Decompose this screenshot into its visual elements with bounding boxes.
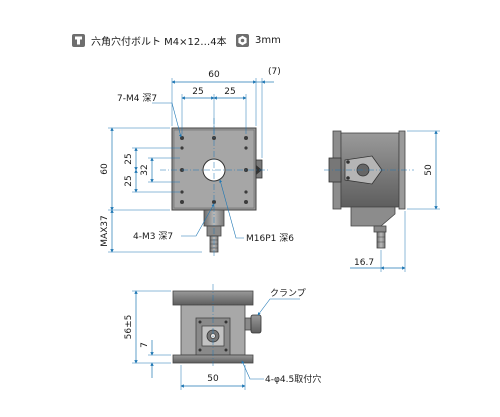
label-clamp: クランプ	[270, 288, 306, 299]
dim-side-offset: 16.7	[354, 258, 374, 268]
label-screw: M16P1 深6	[246, 233, 294, 244]
side-view: 50 16.7	[324, 130, 440, 272]
dim-front-width: 50	[207, 374, 219, 384]
dim-max: MAX37	[100, 215, 110, 247]
dim-side-25-upper: 25	[124, 153, 134, 164]
dim-height: 60	[100, 163, 110, 175]
dim-side-32: 32	[140, 164, 150, 175]
tap-holes	[180, 136, 248, 204]
hex-socket-bolt-icon	[72, 33, 85, 47]
legend-wrench-text: 3mm	[255, 34, 281, 46]
dim-front-small: 7	[140, 342, 150, 348]
dim-offset: (7)	[268, 67, 281, 77]
label-holes: 4-φ4.5取付穴	[265, 373, 321, 385]
front-view: 56±5 7 50 クランプ 4-φ4.5取付穴	[124, 284, 321, 390]
top-view: 60 (7) 25 25 7-M4 深7 25 32 25 60 MAX37 4…	[100, 67, 294, 258]
legend-wrench: 3mm	[236, 31, 281, 49]
label-tap-top: 7-M4 深7	[117, 93, 157, 104]
dim-pitch-a: 25	[192, 87, 203, 97]
hex-key-icon	[236, 33, 249, 47]
dim-pitch-b: 25	[224, 87, 235, 97]
label-tap-bottom: 4-M3 深7	[133, 231, 173, 242]
dim-side-25-lower: 25	[124, 175, 134, 186]
legend-bolt: 六角穴付ボルト M4×12…4本	[72, 31, 227, 49]
dim-side-height: 50	[424, 164, 434, 176]
dim-front-height: 56±5	[124, 315, 134, 340]
legend-bolt-text: 六角穴付ボルト M4×12…4本	[91, 36, 227, 48]
dim-width: 60	[208, 70, 220, 80]
